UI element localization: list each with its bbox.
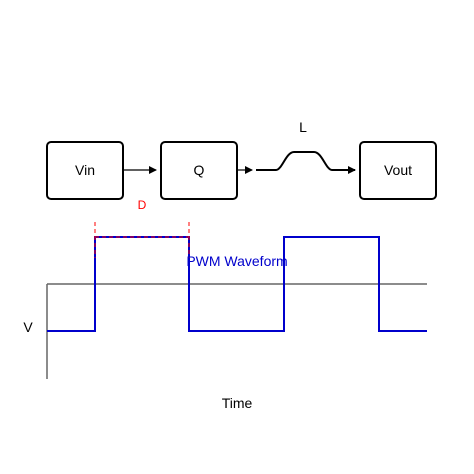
vout-label: Vout (384, 162, 412, 178)
pwm-waveform-line (47, 236, 427, 332)
vout-block (359, 141, 437, 200)
q-label: Q (194, 162, 205, 178)
block-diagram: Vin Q L Vout (46, 119, 437, 200)
duty-label: D (138, 198, 147, 212)
x-axis-label: Time (222, 395, 253, 411)
waveform-plot: D PWM Waveform V Time (23, 198, 427, 411)
inductor-label: L (299, 119, 307, 135)
duty-cycle-marker: D (94, 198, 190, 258)
inductor-symbol (256, 151, 356, 174)
y-axis-label: V (23, 319, 33, 335)
waveform-label: PWM Waveform (186, 253, 287, 269)
vin-label: Vin (75, 162, 95, 178)
